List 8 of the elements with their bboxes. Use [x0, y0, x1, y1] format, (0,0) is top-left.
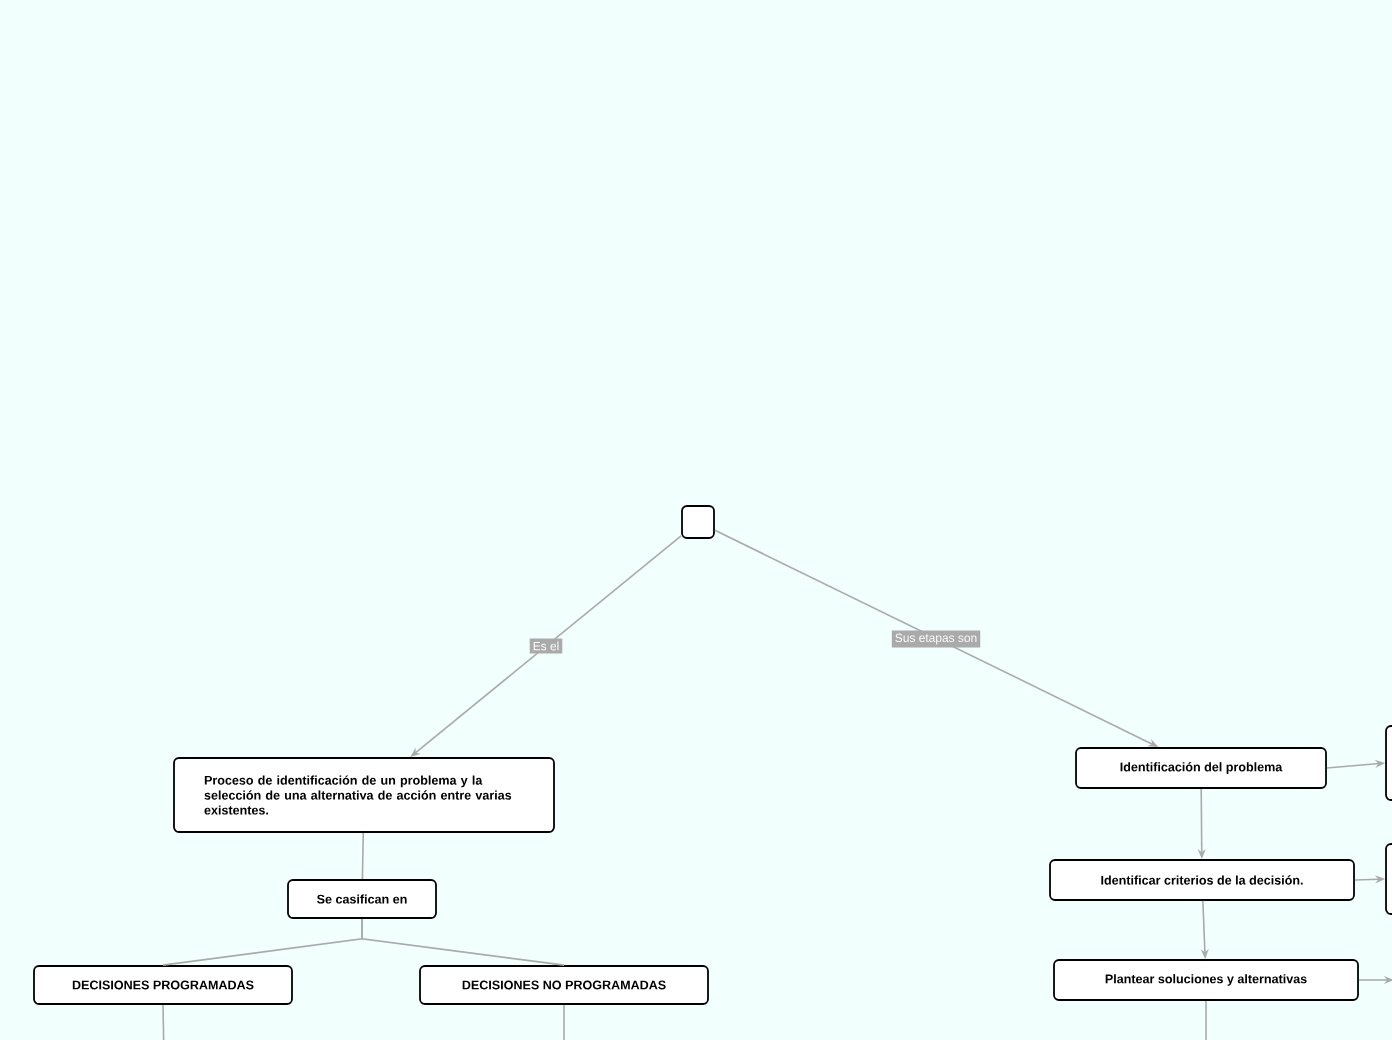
connector — [1205, 1000, 1207, 1040]
connector — [563, 1004, 565, 1040]
empty-box — [1385, 725, 1392, 801]
connector — [361, 832, 365, 880]
connector — [162, 1004, 165, 1040]
empty-box — [1385, 843, 1392, 915]
connector — [361, 918, 565, 966]
empty-box — [681, 505, 715, 539]
